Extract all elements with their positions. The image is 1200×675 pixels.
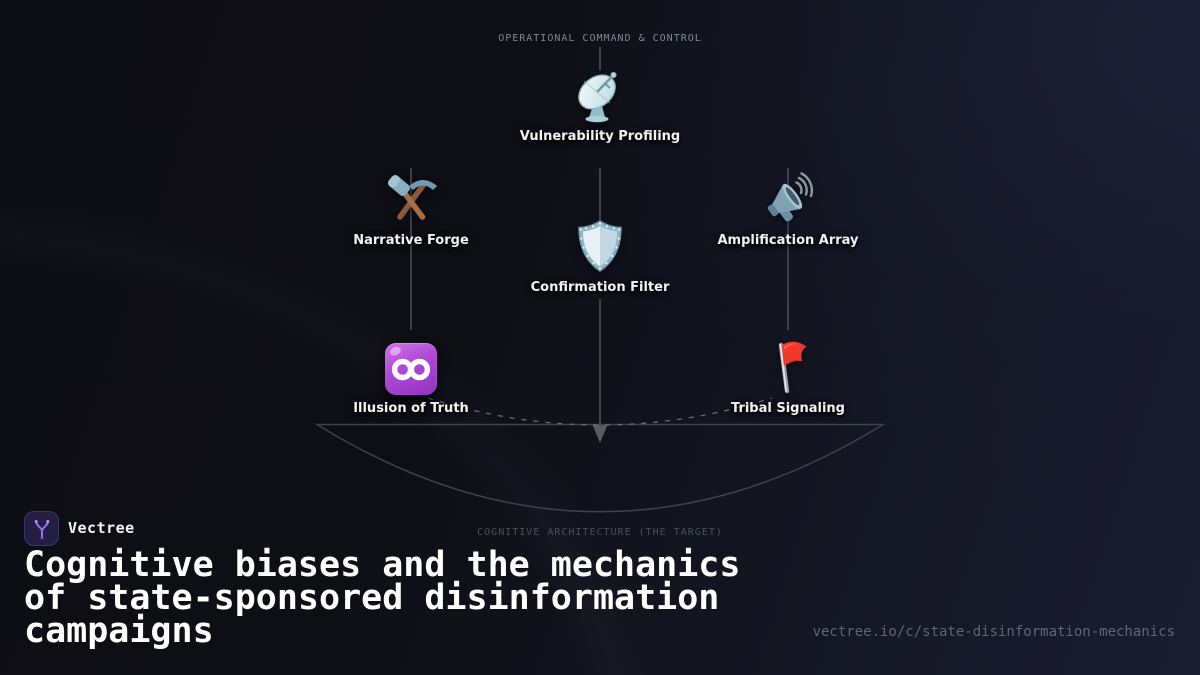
brand-name: Vectree [68, 519, 135, 537]
infinity-icon [385, 343, 437, 395]
vectree-logo-icon [34, 519, 49, 539]
node-label-amplification-array: Amplification Array [717, 233, 859, 248]
bottom-caption: COGNITIVE ARCHITECTURE (THE TARGET) [477, 527, 723, 538]
node-label-vulnerability-profiling: Vulnerability Profiling [519, 129, 681, 144]
node-label-illusion-of-truth: Illusion of Truth [353, 401, 469, 416]
page-title: Cognitive biases and the mechanics of st… [24, 545, 741, 651]
shield-icon [571, 217, 629, 279]
red-flag-icon [760, 339, 816, 399]
arrow-down-icon [592, 425, 608, 443]
node-label-narrative-forge: Narrative Forge [353, 233, 469, 248]
loudspeaker-icon [760, 171, 816, 231]
node-label-tribal-signaling: Tribal Signaling [731, 401, 845, 416]
target-bowl-arc [314, 423, 886, 513]
node-label-confirmation-filter: Confirmation Filter [530, 280, 670, 295]
dashed-feedback-curve [427, 397, 773, 426]
source-url: vectree.io/c/state-disinformation-mechan… [812, 624, 1175, 640]
hammer-and-pick-icon [383, 172, 439, 232]
top-caption: OPERATIONAL COMMAND & CONTROL [498, 33, 702, 44]
satellite-dish-icon [572, 68, 628, 128]
vectree-logo [24, 511, 59, 546]
